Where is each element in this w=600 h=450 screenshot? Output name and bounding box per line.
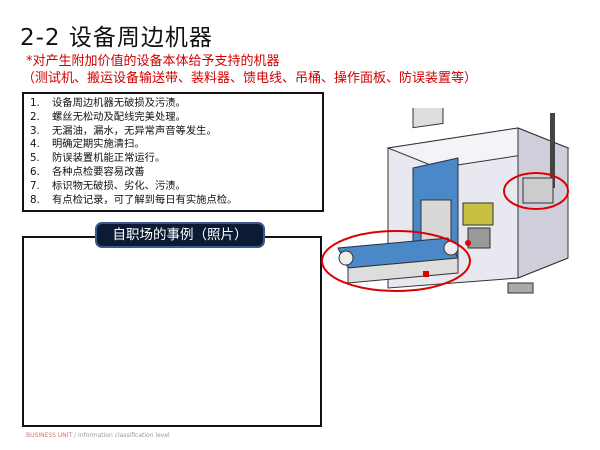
photo-placeholder-box — [22, 236, 322, 427]
item-text: 有点检记录，可了解到每日有实施点检。 — [52, 193, 238, 206]
photo-section-label: 自职场的事例（照片） — [95, 222, 265, 248]
list-item: 7. 标识物无破损、劣化、污渍。 — [30, 180, 322, 194]
item-text: 无漏油，漏水，无异常声音等发生。 — [52, 124, 217, 137]
list-item: 2. 螺丝无松动及配线完美处理。 — [30, 111, 322, 125]
item-text: 明确定期实施清扫。 — [52, 138, 145, 151]
item-number: 7. — [30, 179, 40, 192]
item-text: 设备周边机器无破损及污渍。 — [52, 97, 186, 109]
item-number: 3. — [30, 124, 40, 137]
item-number: 2. — [30, 110, 40, 123]
subtitle: *对产生附加价值的设备本体给予支持的机器 — [26, 54, 280, 69]
list-item: 1. 设备周边机器无破损及污渍。 — [30, 97, 322, 111]
highlight-circle — [321, 230, 471, 292]
footer-classification: / Information classification level — [72, 432, 170, 439]
list-item: 6. 各种点检要容易改善 — [30, 166, 322, 180]
machine-illustration — [321, 108, 570, 294]
highlight-circle — [503, 172, 569, 210]
list-item: 5. 防误装置机能正常运行。 — [30, 152, 322, 166]
footer-unit: BUSINESS UNIT — [26, 432, 73, 439]
item-text: 螺丝无松动及配线完美处理。 — [52, 110, 186, 123]
item-number: 4. — [30, 138, 40, 151]
list-item: 8. 有点检记录，可了解到每日有实施点检。 — [30, 194, 322, 208]
list-item: 4. 明确定期实施清扫。 — [30, 138, 322, 152]
item-text: 各种点检要容易改善 — [52, 165, 145, 178]
item-number: 1. — [30, 97, 40, 109]
item-text: 防误装置机能正常运行。 — [52, 152, 166, 165]
item-number: 5. — [30, 152, 40, 165]
footer: BUSINESS UNIT / Information classificati… — [26, 432, 170, 439]
item-number: 6. — [30, 165, 40, 178]
checklist-box: 1. 设备周边机器无破损及污渍。 2. 螺丝无松动及配线完美处理。 3. 无漏油，漏水… — [22, 92, 324, 212]
peripheral-device — [522, 177, 554, 204]
examples-text: （测试机、搬运设备输送带、装料器、馈电线、吊桶、操作面板、防误装置等） — [22, 71, 478, 86]
page-title: 2-2 设备周边机器 — [20, 25, 213, 51]
list-item: 3. 无漏油，漏水，无异常声音等发生。 — [30, 125, 322, 139]
item-number: 8. — [30, 193, 40, 206]
control-panel-icon — [462, 202, 494, 226]
item-text: 标识物无破损、劣化、污渍。 — [52, 179, 186, 192]
